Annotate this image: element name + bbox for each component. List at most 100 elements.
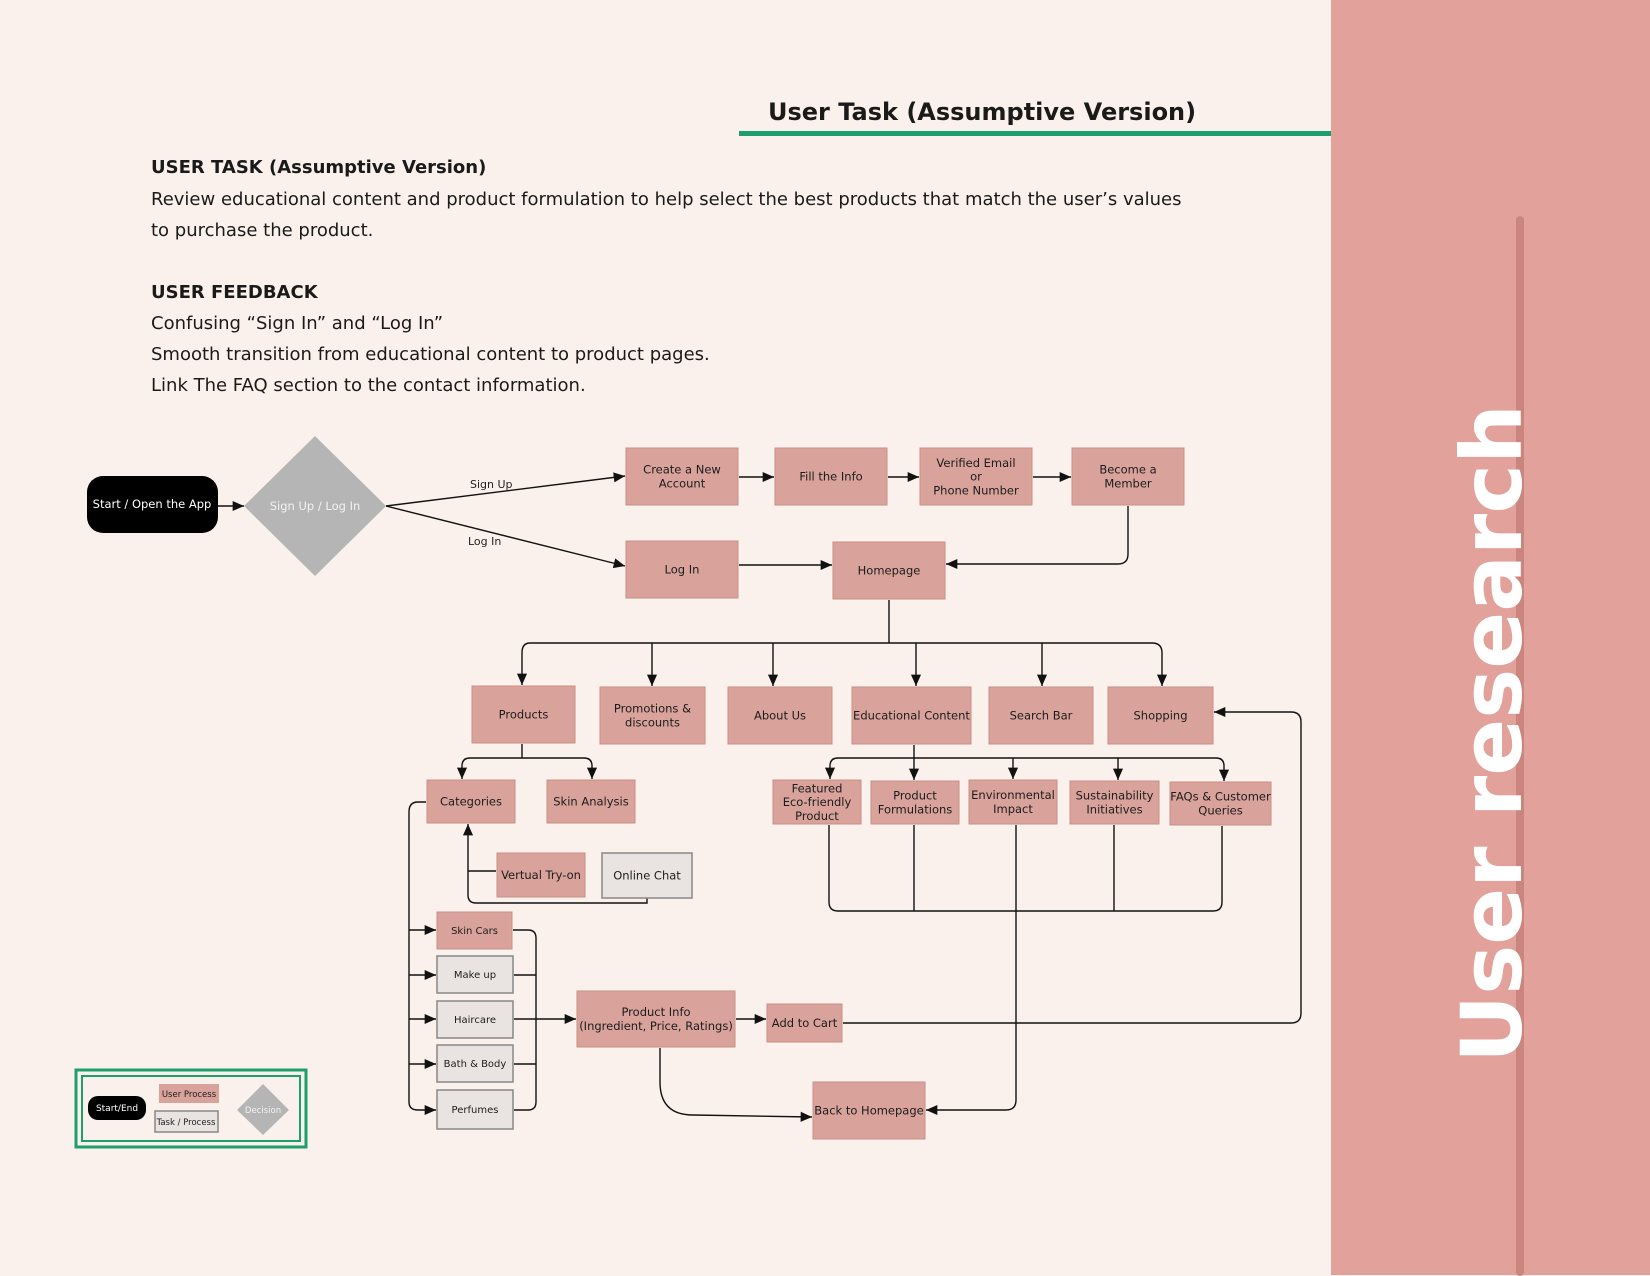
- make-up-node-label: Make up: [454, 970, 496, 981]
- connector: [408, 801, 436, 1116]
- promotions-node: [599, 686, 706, 745]
- fill-info-node: [774, 447, 888, 506]
- user-feedback-heading: USER FEEDBACK: [151, 282, 318, 303]
- faqs-node: [1169, 781, 1272, 826]
- arrow-to-back-home: [926, 825, 1017, 1116]
- connector: [513, 929, 537, 1111]
- connector: [456, 757, 471, 779]
- online-chat-node: [601, 852, 693, 899]
- decision-node-label: Sign Up / Log In: [270, 499, 361, 513]
- verified-node: [919, 447, 1033, 506]
- fill-info-node-label: Fill the Info: [799, 470, 862, 484]
- legend-user-process-label: User Process: [162, 1090, 217, 1100]
- search-bar-node: [988, 686, 1094, 745]
- environmental-node: [968, 779, 1058, 825]
- promotions-node-label: Promotions &discounts: [614, 702, 691, 730]
- log-in-node: [625, 540, 739, 599]
- user-task-line: Review educational content and product f…: [151, 189, 1182, 210]
- about-us-node: [727, 686, 833, 745]
- product-info-node-label: Product Info(Ingredient, Price, Ratings): [579, 1005, 733, 1033]
- connector: [516, 642, 531, 685]
- become-member-node: [1071, 447, 1185, 506]
- haircare-node-label: Haircare: [454, 1015, 496, 1026]
- legend-task-process-swatch: [154, 1110, 219, 1133]
- log-in-node-label: Log In: [665, 563, 700, 577]
- start-node-label: Start / Open the App: [93, 497, 212, 511]
- connector: [659, 1048, 813, 1122]
- legend-frame-inner: [81, 1075, 301, 1142]
- feedback-line: Confusing “Sign In” and “Log In”: [151, 313, 444, 334]
- categories-node-label: Categories: [440, 795, 502, 809]
- connector: [1215, 757, 1230, 781]
- make-up-node: [436, 955, 514, 994]
- start-node: [87, 476, 218, 533]
- legend-decision-swatch: [237, 1084, 289, 1135]
- sidebar-scrollbar[interactable]: [1516, 216, 1524, 1276]
- flow-connectors: Sign Up Log In: [218, 471, 1302, 1122]
- add-to-cart-node: [766, 1003, 843, 1043]
- shopping-node-label: Shopping: [1133, 709, 1187, 723]
- perfumes-node-label: Perfumes: [452, 1105, 499, 1116]
- feedback-line: Link The FAQ section to the contact info…: [151, 375, 586, 396]
- skin-analysis-node: [546, 779, 636, 824]
- edge-label-signup: Sign Up: [470, 478, 513, 491]
- haircare-node: [436, 1000, 514, 1039]
- educational-node: [851, 686, 972, 745]
- skin-care-node: [436, 911, 513, 950]
- back-home-node: [812, 1081, 926, 1140]
- sidebar-title: User research: [1443, 404, 1541, 1063]
- page-title: User Task (Assumptive Version): [768, 98, 1197, 126]
- legend-decision-label: Decision: [245, 1106, 281, 1116]
- shopping-node: [1107, 686, 1214, 745]
- product-info-node: [576, 990, 736, 1048]
- arrow-cart-to-shopping: [843, 706, 1302, 1024]
- connector: [824, 757, 839, 779]
- bath-body-node-label: Bath & Body: [444, 1059, 507, 1070]
- sidebar-panel: [1331, 0, 1650, 1275]
- products-node: [471, 685, 576, 744]
- legend-task-process-label: Task / Process: [156, 1118, 216, 1128]
- sustainability-node: [1069, 780, 1160, 825]
- arrow-signup: [385, 472, 626, 507]
- user-task-heading: USER TASK (Assumptive Version): [151, 157, 487, 178]
- user-task-line: to purchase the product.: [151, 220, 374, 241]
- back-home-node-label: Back to Homepage: [814, 1104, 923, 1118]
- flow-nodes: Start / Open the App Sign Up / Log In Crea…: [87, 436, 1272, 1140]
- online-chat-node-label: Online Chat: [613, 869, 681, 883]
- homepage-node-label: Homepage: [858, 564, 921, 578]
- legend-start-end-label: Start/End: [96, 1104, 138, 1114]
- educational-node-label: Educational Content: [853, 709, 970, 723]
- edge-label-login: Log In: [468, 535, 501, 548]
- connector: [583, 757, 598, 779]
- arrow-member-to-home: [946, 506, 1129, 570]
- about-us-node-label: About Us: [754, 709, 806, 723]
- legend-user-process-swatch: [159, 1084, 219, 1103]
- create-account-node: [625, 447, 739, 506]
- perfumes-node: [436, 1089, 514, 1130]
- title-underline: [739, 131, 1331, 136]
- feedback-line: Smooth transition from educational conte…: [151, 344, 710, 365]
- add-to-cart-node-label: Add to Cart: [772, 1016, 838, 1030]
- connector: [828, 825, 1223, 912]
- legend-frame-outer: [74, 1068, 308, 1149]
- user-flow-diagram: Sign Up Log In Start / Open the App Sign U…: [74, 436, 1302, 1149]
- connector: [1151, 642, 1168, 686]
- virtual-tryon-node-label: Vertual Try-on: [501, 868, 581, 882]
- arrow-login: [385, 505, 626, 569]
- search-bar-node-label: Search Bar: [1010, 709, 1073, 723]
- homepage-node: [832, 541, 946, 600]
- virtual-tryon-node: [496, 852, 586, 898]
- decision-node: [244, 436, 386, 576]
- featured-node: [772, 779, 862, 825]
- categories-node: [426, 779, 516, 824]
- formulations-node: [870, 780, 960, 825]
